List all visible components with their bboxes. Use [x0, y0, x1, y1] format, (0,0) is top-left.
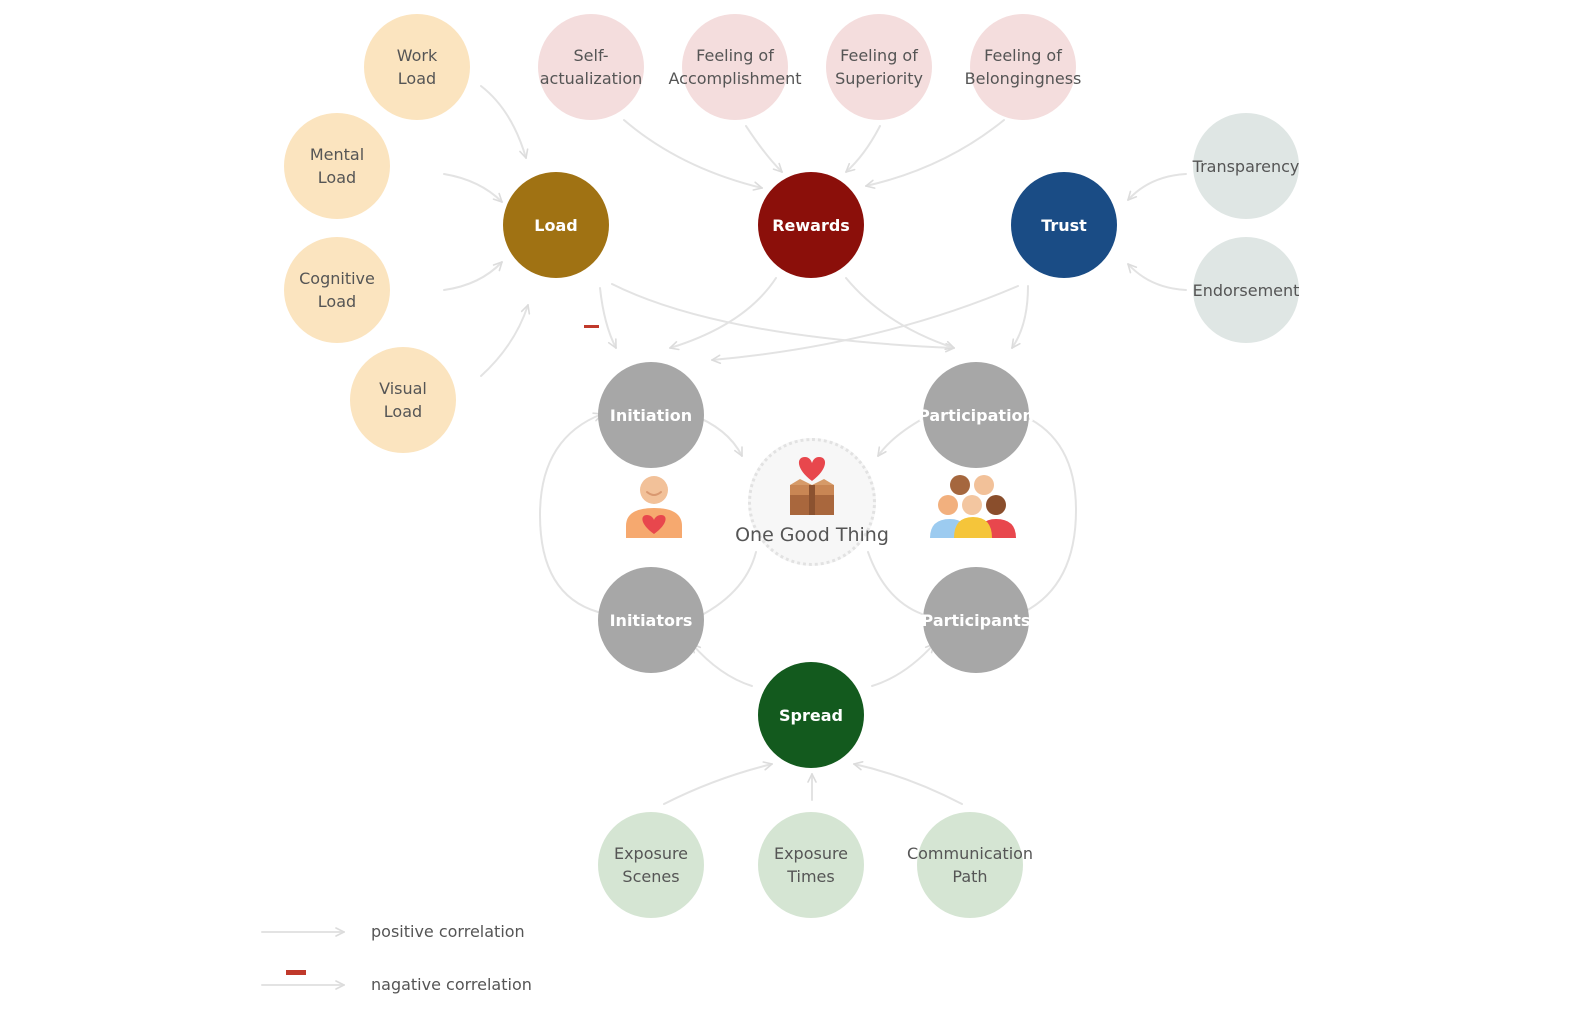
- node-communication-path: Communication Path: [907, 812, 1033, 918]
- node-feeling-of-belongingness: Feeling of Belongingness: [965, 14, 1081, 120]
- legend-negative-label: nagative correlation: [371, 975, 532, 994]
- node-exposure-times: Exposure Times: [758, 812, 864, 918]
- node-feeling-of-accomplishment: Feeling of Accomplishment: [669, 14, 802, 120]
- node-rewards: Rewards: [758, 172, 864, 278]
- node-participants: Participants: [922, 567, 1030, 673]
- node-exposure-scenes: Exposure Scenes: [598, 812, 704, 918]
- node-endorsement: Endorsement: [1193, 237, 1299, 343]
- node-cognitive-load: Cognitive Load: [284, 237, 390, 343]
- node-feeling-of-superiority: Feeling of Superiority: [826, 14, 932, 120]
- negative-correlation-mark: [584, 325, 599, 328]
- node-load: Load: [503, 172, 609, 278]
- node-initiation: Initiation: [598, 362, 704, 468]
- node-spread: Spread: [758, 662, 864, 768]
- gift-box-heart-icon: [790, 457, 834, 515]
- initiator-person-heart-icon: [626, 476, 682, 538]
- node-visual-load: Visual Load: [350, 347, 456, 453]
- node-work-load: Work Load: [364, 14, 470, 120]
- node-participation: Participation: [918, 362, 1034, 468]
- node-trust: Trust: [1011, 172, 1117, 278]
- participants-group-icon: [930, 475, 1016, 538]
- node-transparency: Transparency: [1193, 113, 1299, 219]
- legend-positive-label: positive correlation: [371, 922, 525, 941]
- node-self-actualization: Self- actualization: [538, 14, 644, 120]
- legend-negative-mark: [286, 970, 306, 975]
- center-label: One Good Thing: [735, 524, 889, 546]
- node-mental-load: Mental Load: [284, 113, 390, 219]
- node-initiators: Initiators: [598, 567, 704, 673]
